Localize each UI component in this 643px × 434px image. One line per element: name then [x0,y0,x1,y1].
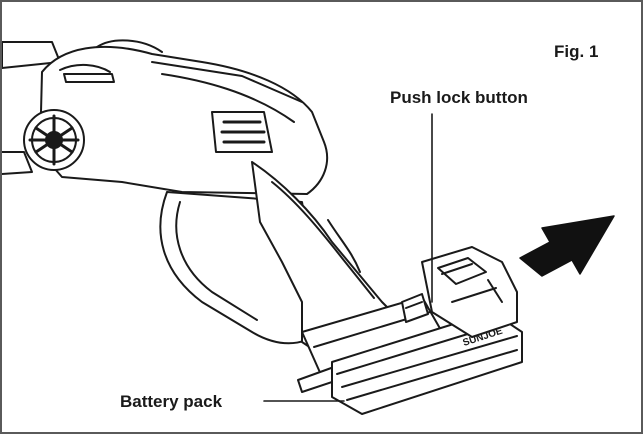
callout-battery-pack: Battery pack [120,392,223,411]
motor-housing [39,39,329,195]
push-lock-button [401,293,429,323]
figure-label: Fig. 1 [554,42,599,61]
callout-push-lock: Push lock button [390,88,528,107]
leader-lines [263,113,433,402]
grip [251,161,403,363]
battery-pack [331,246,523,415]
tension-knob [23,109,85,171]
removal-arrow-icon [519,215,615,277]
